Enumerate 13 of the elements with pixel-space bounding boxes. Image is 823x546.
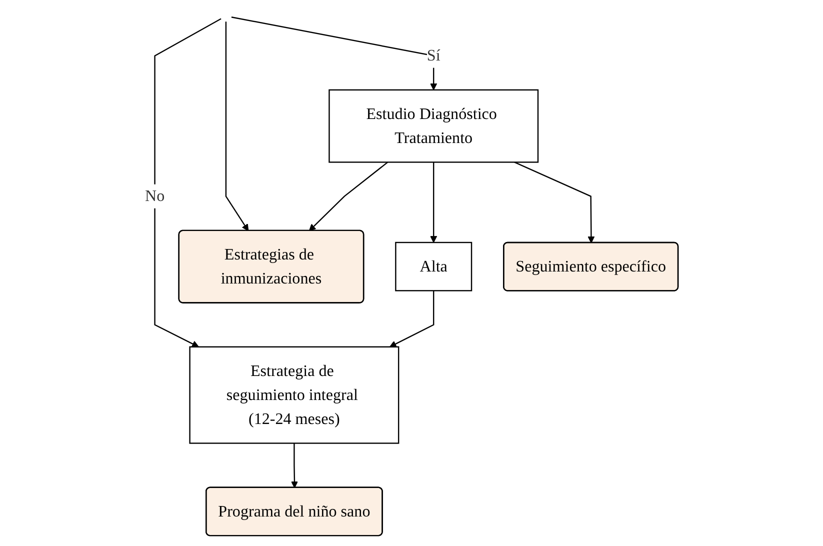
arrow <box>430 162 438 243</box>
arrow <box>290 443 298 488</box>
edge-label: Sí <box>426 46 440 65</box>
node-box: Estudio Diagnóstico Tratamiento <box>328 89 539 163</box>
arrow <box>154 18 222 348</box>
arrow <box>231 16 438 90</box>
arrow <box>225 22 249 232</box>
arrow <box>389 290 434 348</box>
edge-label: No <box>144 187 165 206</box>
arrow <box>514 162 595 244</box>
node-box: Alta <box>395 242 472 292</box>
node-box: Estrategia de seguimiento integral (12-24 meses) <box>189 346 400 444</box>
arrow <box>308 162 388 232</box>
